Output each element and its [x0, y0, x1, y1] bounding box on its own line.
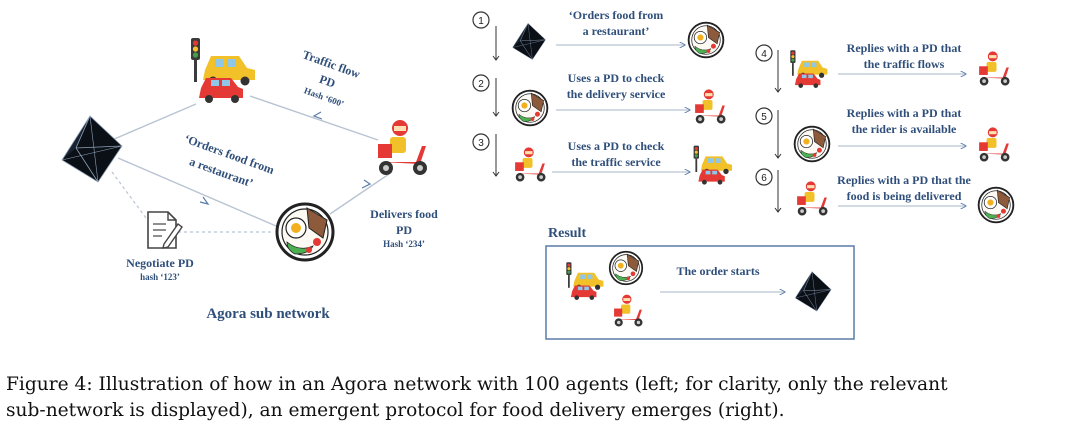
- restaurant-food-icon: [608, 250, 644, 286]
- edge-traffic-label-3: Hash ‘600’: [303, 85, 346, 109]
- step-number-circle: [472, 11, 490, 29]
- step-text-line-2: the rider is available: [852, 122, 957, 136]
- step-number-circle: [472, 74, 490, 92]
- step-number-circle: [755, 168, 773, 186]
- restaurant-food-icon: [511, 89, 549, 127]
- step-text-line-2: a restaurant’: [583, 24, 650, 38]
- edge-delivers-label-3: Hash ‘234’: [383, 239, 425, 249]
- step-text-line-1: Uses a PD to check: [568, 71, 665, 85]
- edge-traffic-label-2: PD: [317, 72, 337, 91]
- step-number: 5: [761, 112, 767, 123]
- result-panel: Result The order starts: [545, 226, 855, 340]
- result-title: Result: [548, 226, 586, 241]
- steps-panel: 1 ‘Orders food from a restaurant’ 2 Uses…: [472, 8, 1015, 224]
- step-number: 2: [478, 79, 484, 90]
- step-text-line-1: Uses a PD to check: [568, 139, 665, 153]
- step-4: 4 Replies with a PD that the traffic flo…: [755, 41, 1010, 93]
- step-number-circle: [472, 133, 490, 151]
- step-2: 2 Uses a PD to check the delivery servic…: [472, 71, 726, 127]
- caption-line-2: sub-network is displayed), an emergent p…: [6, 400, 785, 421]
- result-box: [545, 245, 855, 340]
- traffic-car-icon: [693, 145, 732, 185]
- step-number-circle: [755, 44, 773, 62]
- traffic-car-icon: [191, 38, 255, 103]
- edge-restaurant-scooter: [329, 171, 393, 215]
- step-text-line-1: Replies with a PD that: [847, 106, 962, 120]
- step-text-line-1: ‘Orders food from: [569, 8, 663, 22]
- edge-agent-document: [111, 171, 147, 219]
- scooter-rider-icon: [797, 181, 828, 216]
- scooter-rider-icon: [979, 51, 1010, 86]
- arrow-delivers: [361, 179, 372, 189]
- step-text-line-2: the traffic flows: [864, 57, 945, 71]
- edge-delivers-label-2: PD: [396, 223, 412, 237]
- step-text-line-2: the delivery service: [567, 87, 666, 101]
- left-panel: Traffic flow PD Hash ‘600’ ‘Orders food …: [61, 38, 438, 322]
- step-5: 5 Replies with a PD that the rider is av…: [755, 106, 1010, 163]
- arrow-orders: [199, 196, 210, 205]
- step-number: 6: [761, 173, 767, 184]
- agora-diagram: Traffic flow PD Hash ‘600’ ‘Orders food …: [61, 8, 1015, 340]
- scooter-rider-icon: [979, 127, 1010, 162]
- step-number: 1: [478, 16, 484, 27]
- step-6: 6 Replies with a PD that the food is bei…: [755, 168, 1015, 224]
- step-text-line-2: the traffic service: [571, 155, 661, 169]
- restaurant-food-icon: [977, 186, 1015, 224]
- step-text-line-1: Replies with a PD that the: [837, 173, 971, 187]
- subnetwork-title: Agora sub network: [206, 306, 330, 322]
- result-text: The order starts: [676, 264, 759, 278]
- edge-delivers-label-1: Delivers food: [370, 207, 438, 221]
- edge-agent-traffic: [111, 103, 197, 141]
- scooter-rider-icon: [614, 294, 643, 327]
- octahedron-agent-icon: [61, 115, 123, 183]
- octahedron-icon: [794, 271, 832, 312]
- step-number: 4: [761, 49, 767, 60]
- traffic-car-icon: [566, 262, 604, 300]
- edge-traffic-scooter: [249, 95, 379, 141]
- restaurant-food-icon: [275, 202, 335, 262]
- restaurant-food-icon: [687, 21, 725, 59]
- document-pen-icon: [147, 211, 183, 249]
- scooter-rider-icon: [515, 147, 546, 182]
- step-3: 3 Uses a PD to check the traffic service: [472, 133, 732, 185]
- caption-line-1: Figure 4: Illustration of how in an Agor…: [6, 374, 948, 395]
- step-1: 1 ‘Orders food from a restaurant’: [472, 8, 725, 61]
- negotiate-label-1: Negotiate PD: [126, 256, 194, 270]
- step-text-line-2: food is being delivered: [847, 189, 962, 203]
- figure-caption: Figure 4: Illustration of how in an Agor…: [6, 372, 1076, 424]
- arrow-traffic: [312, 111, 323, 120]
- step-number: 3: [478, 138, 484, 149]
- restaurant-food-icon: [793, 125, 831, 163]
- octahedron-icon: [512, 23, 546, 60]
- traffic-car-icon: [790, 50, 828, 88]
- edge-agent-restaurant: [117, 157, 277, 227]
- step-text-line-1: Replies with a PD that: [847, 41, 962, 55]
- step-number-circle: [755, 107, 773, 125]
- scooter-rider-icon: [695, 89, 726, 124]
- scooter-rider-icon: [378, 120, 427, 175]
- negotiate-label-2: hash ‘123’: [140, 272, 180, 282]
